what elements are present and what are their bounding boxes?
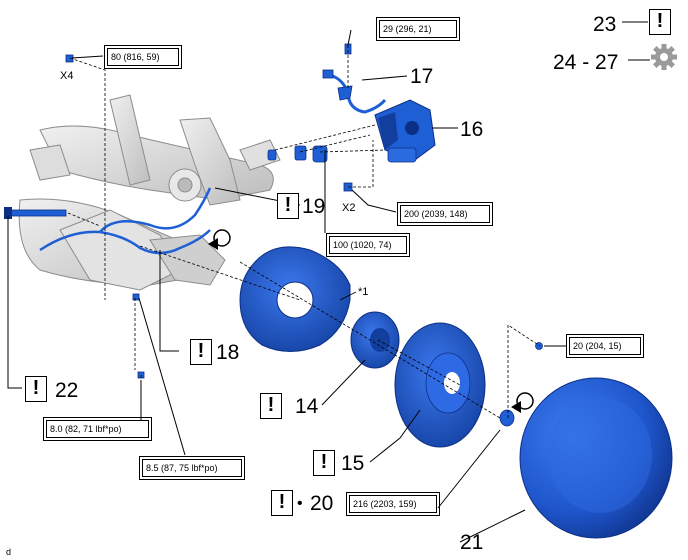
exclamation-box-icon: ! [313,450,335,476]
part-number-14: 14 [295,395,319,418]
part-number-23: 23 [593,13,617,36]
rotation-direction-icon [511,392,534,413]
exclamation-box-icon: ! [649,9,671,35]
exclamation-box-icon: ! [25,376,47,402]
part-number-18: 18 [216,341,240,364]
hub-nut [499,409,515,427]
dust-cover [239,246,351,352]
exclamation-box-icon: ! [260,393,282,419]
star-leader [339,291,357,301]
leader-lines [7,21,650,543]
exclamation-box-icon: ! [271,490,293,516]
note-marker: *1 [358,286,369,298]
axle-hub [350,311,400,369]
tire [519,377,673,539]
part-number-24-27: 24 - 27 [553,51,619,74]
abs-sensor-wire [39,187,212,255]
exclamation-box-icon: ! [277,193,299,219]
part-number-22: 22 [55,379,79,402]
brake-hose [322,69,387,114]
corner-mark: d [6,547,12,557]
disc-rotor [394,322,486,448]
torque-label: 20 (204, 15) [566,334,644,358]
torque-label: 8.5 (87, 75 lbf*po) [139,456,245,480]
brake-caliper [374,99,436,163]
bullet-mark: • [297,495,303,512]
part-number-15: 15 [341,452,365,475]
part-number-17: 17 [410,65,434,88]
guide-lines [67,45,541,420]
quantity-label: X2 [342,202,356,214]
quantity-label: X4 [60,70,74,82]
torque-label: 8.0 (82, 71 lbf*po) [43,417,152,441]
part-number-16: 16 [460,118,484,141]
exclamation-box-icon: ! [190,339,212,365]
rotation-direction-icon [208,229,231,250]
suspension-assembly [18,94,281,291]
torque-label: 200 (2039, 148) [397,202,493,226]
torque-label: 216 (2203, 159) [346,492,440,516]
torque-label: 80 (816, 59) [104,45,182,69]
part-number-21: 21 [460,531,484,554]
gear-icon [651,44,677,70]
long-bolt [4,207,67,219]
torque-label: 29 (296, 21) [376,17,460,41]
part-number-20: 20 [310,492,334,515]
torque-label: 100 (1020, 74) [326,233,410,257]
part-number-19: 19 [302,195,326,218]
